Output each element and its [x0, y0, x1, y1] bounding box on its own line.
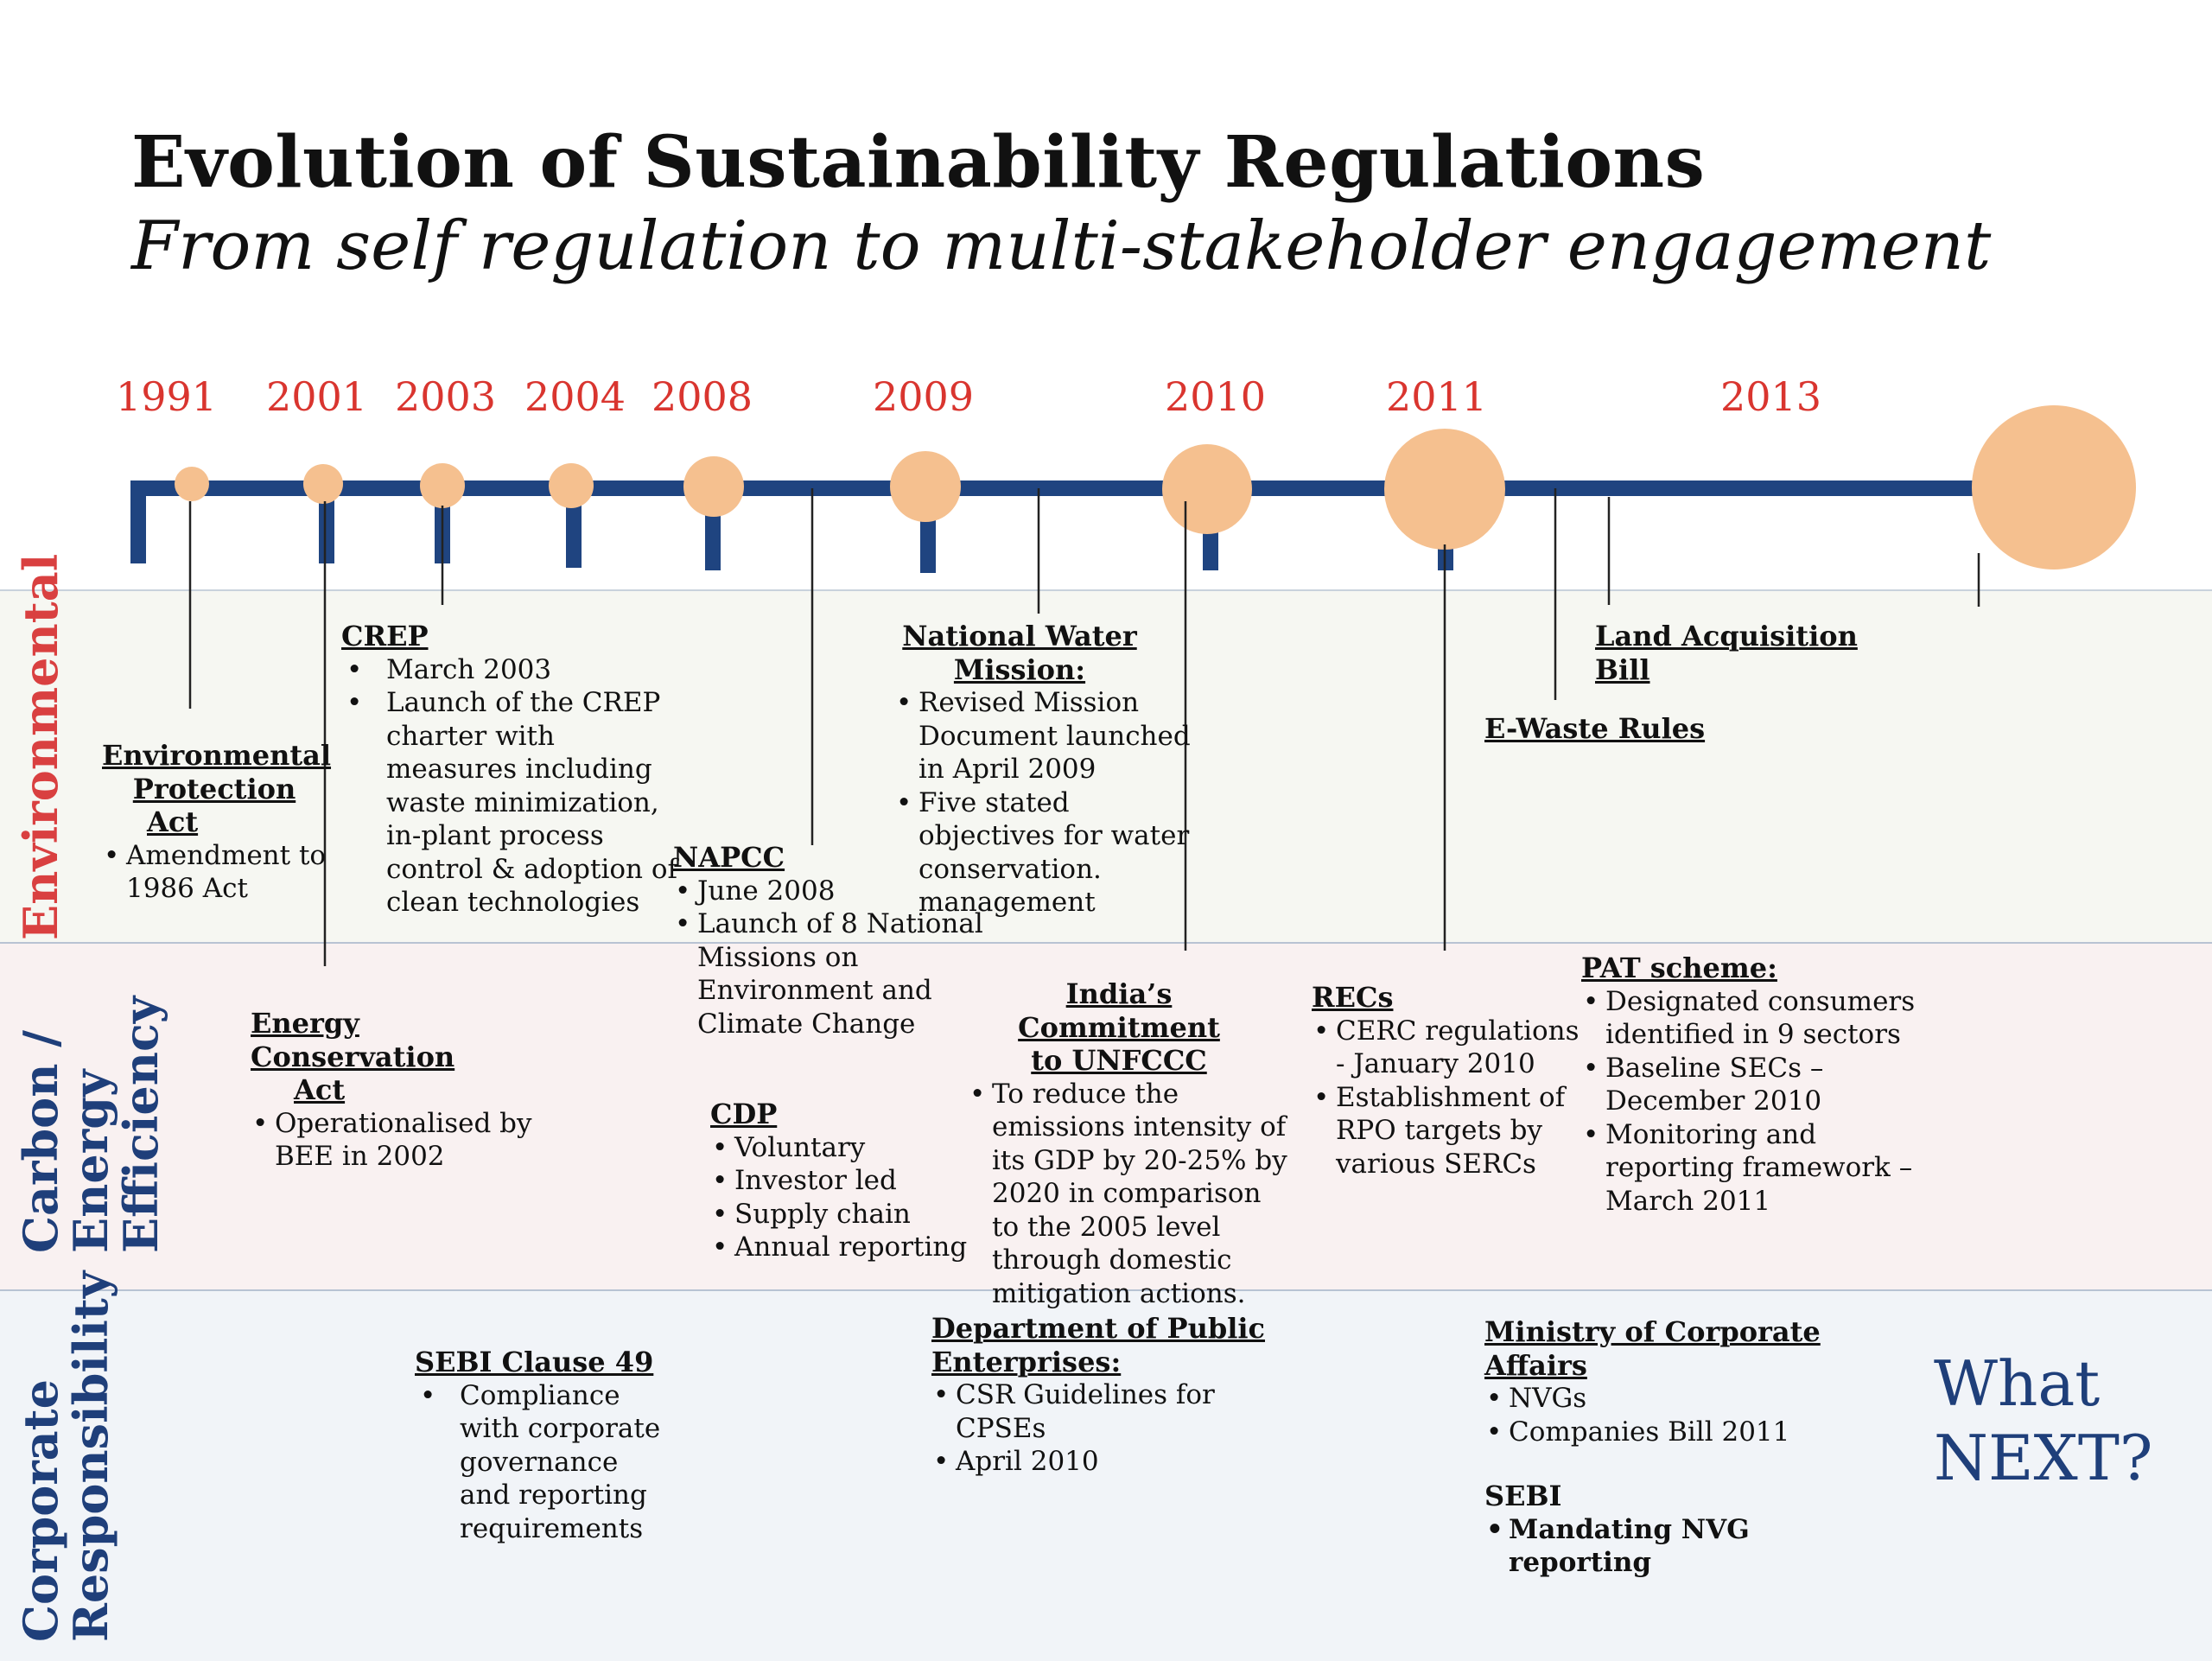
event-title: Energy Conservation Act [251, 1007, 455, 1106]
event-bullet: March 2003 [341, 653, 687, 687]
event-bullet: Supply chain [710, 1198, 969, 1231]
event-title: SEBI Clause 49 [415, 1346, 654, 1378]
event-bullet: To reduce the emissions intensity of its… [968, 1078, 1296, 1311]
event-title: Environmental Protection Act [102, 739, 332, 838]
event-bullet: Annual reporting [710, 1231, 969, 1264]
event-bullet: Operationalised by BEE in 2002 [251, 1107, 570, 1174]
event-title: PAT scheme: [1581, 951, 1777, 984]
year-label: 2004 [524, 373, 626, 420]
event-bullet: Voluntary [710, 1131, 969, 1165]
event-title: CDP [710, 1098, 778, 1130]
year-label: 1991 [116, 373, 218, 420]
timeline-ticks [319, 488, 1453, 573]
event-bullet: Amendment to 1986 Act [102, 839, 327, 906]
page-title: Evolution of Sustainability Regulations [131, 121, 1706, 204]
event-recs: RECs CERC regulations - January 2010 Est… [1312, 981, 1588, 1181]
event-e-waste-rules: E-Waste Rules [1484, 712, 1744, 746]
event-pat-scheme: PAT scheme: Designated consumers identif… [1581, 951, 1944, 1218]
event-bullet: April 2010 [931, 1445, 1294, 1479]
event-cdp: CDP Voluntary Investor led Supply chain … [710, 1098, 969, 1264]
event-title: Ministry of Corporate Affairs [1484, 1315, 1821, 1382]
event-bullet: Designated consumers identified in 9 sec… [1581, 985, 1944, 1052]
event-title: Department of Public Enterprises: [931, 1312, 1266, 1378]
event-national-water-mission: National Water Mission: Revised Mission … [894, 620, 1214, 920]
year-label: 2003 [395, 373, 497, 420]
event-bullet: Mandating NVG reporting [1484, 1513, 1778, 1580]
event-sebi-clause-49: SEBI Clause 49 Compliance with corporate… [415, 1346, 674, 1545]
year-label: 2010 [1165, 373, 1267, 420]
event-crep: CREP March 2003 Launch of the CREP chart… [341, 620, 687, 920]
event-ministry-of-corporate-affairs: Ministry of Corporate Affairs NVGs Compa… [1484, 1315, 1847, 1448]
event-india-unfccc-commitment: India’s Commitment to UNFCCC To reduce t… [968, 977, 1296, 1310]
event-bullet: Launch of 8 National Missions on Environ… [673, 907, 984, 1041]
event-bullet: Companies Bill 2011 [1484, 1416, 1847, 1449]
event-title: National Water Mission: [902, 620, 1137, 686]
year-label: 2011 [1386, 373, 1488, 420]
event-bullet: Investor led [710, 1164, 969, 1198]
event-bullet: June 2008 [673, 875, 984, 908]
year-label: 2009 [873, 373, 975, 420]
year-label: 2013 [1720, 373, 1822, 420]
what-next-label: What NEXT? [1934, 1347, 2153, 1494]
event-bullet: Five stated objectives for water conserv… [894, 786, 1214, 920]
event-title: Land Acquisition Bill [1595, 620, 1858, 686]
event-title: NAPCC [673, 841, 785, 874]
event-energy-conservation-act: Energy Conservation Act Operationalised … [251, 1007, 570, 1174]
year-label: 2008 [652, 373, 753, 420]
event-bullet: CERC regulations - January 2010 [1312, 1015, 1588, 1081]
event-bullet: Establishment of RPO targets by various … [1312, 1081, 1588, 1181]
event-land-acquisition-bill: Land Acquisition Bill [1595, 620, 1889, 686]
event-bullet: Launch of the CREP charter with measures… [341, 686, 687, 920]
event-title: India’s Commitment to UNFCCC [1018, 977, 1220, 1077]
event-department-of-public-enterprises: Department of Public Enterprises: CSR Gu… [931, 1312, 1294, 1479]
event-sebi: SEBI Mandating NVG reporting [1484, 1480, 1778, 1580]
event-title: RECs [1312, 981, 1394, 1014]
event-bullet: Monitoring and reporting framework – Mar… [1581, 1118, 1944, 1219]
event-bullet: Baseline SECs – December 2010 [1581, 1052, 1944, 1118]
event-title: SEBI [1484, 1480, 1562, 1512]
event-bullet: Revised Mission Document launched in Apr… [894, 686, 1214, 786]
event-title: CREP [341, 620, 429, 652]
event-environmental-protection-act: Environmental Protection Act Amendment t… [102, 739, 332, 906]
event-bullet: Compliance with corporate governance and… [415, 1379, 674, 1546]
year-label: 2001 [266, 373, 368, 420]
event-title: E-Waste Rules [1484, 712, 1706, 745]
page-subtitle: From self regulation to multi-stakeholde… [131, 207, 1992, 285]
event-bullet: CSR Guidelines for CPSEs [931, 1378, 1294, 1445]
event-bullet: NVGs [1484, 1382, 1847, 1416]
event-napcc: NAPCC June 2008 Launch of 8 National Mis… [673, 841, 984, 1041]
